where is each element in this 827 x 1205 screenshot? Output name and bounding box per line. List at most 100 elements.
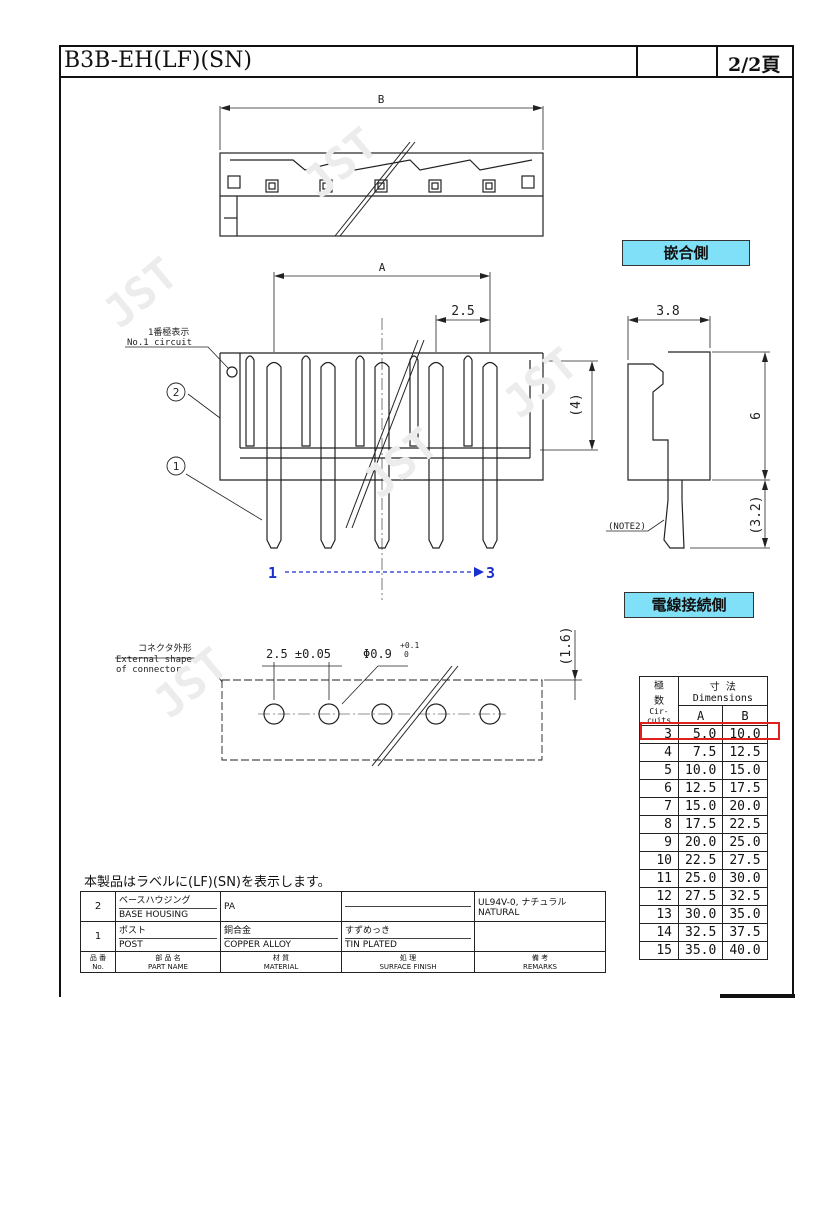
dim-a-cell: 17.5: [677, 815, 724, 834]
circuits-cell: 8: [639, 815, 679, 834]
part-remarks-en: NATURAL: [478, 908, 520, 918]
part-name-en: POST: [119, 938, 217, 950]
dim-a-cell: 25.0: [677, 869, 724, 888]
part-material: COPPER ALLOY: [224, 938, 338, 950]
arrow-start-label: 1: [268, 564, 277, 582]
label-note: 本製品はラベルに(LF)(SN)を表示します。: [84, 875, 331, 890]
circuits-cell: 15: [639, 941, 679, 960]
part-no: 1: [80, 921, 116, 952]
hole-tol-minus: 0: [404, 650, 409, 659]
circuits-cell: 4: [639, 743, 679, 762]
dim-a-cell: 27.5: [677, 887, 724, 906]
hdr-name-en: PART NAME: [148, 963, 188, 971]
pcb-layout-view: [115, 630, 582, 761]
circuits-cell: 12: [639, 887, 679, 906]
dim-b-cell: 30.0: [722, 869, 768, 888]
dim-b-cell: 32.5: [722, 887, 768, 906]
side-view: [606, 316, 770, 549]
dim-a-cell: 12.5: [677, 779, 724, 798]
part-name-en: BASE HOUSING: [119, 908, 217, 920]
dim-a-cell: 20.0: [677, 833, 724, 852]
hole-tol-plus: +0.1: [400, 641, 419, 650]
dim-b-cell: 12.5: [722, 743, 768, 762]
circuits-cell: 13: [639, 905, 679, 924]
hdr-fin-en: SURFACE FINISH: [379, 963, 437, 971]
circuits-cell: 10: [639, 851, 679, 870]
wire-side-label: 電線接続側: [624, 592, 754, 618]
frame-corner-bar: [720, 994, 795, 998]
part-remarks-ja: ナチュラル: [521, 898, 567, 908]
circuit1-ja-label: 1番極表示: [148, 326, 189, 338]
dim-b-cell: 35.0: [722, 905, 768, 924]
dim-b-cell: 25.0: [722, 833, 768, 852]
dim-width-label: 3.8: [656, 304, 679, 319]
dim-4-label: (4): [569, 393, 584, 416]
dim-a-cell: 32.5: [677, 923, 724, 942]
part-finish-ja: すずめっき: [345, 926, 391, 936]
hdr-no-ja: 品 番: [89, 954, 107, 962]
circuits-cell: 6: [639, 779, 679, 798]
circuits-header-ja: 極 数: [654, 681, 664, 707]
dim-offset-label: (1.6): [559, 626, 574, 665]
part-name-ja: ポスト: [119, 926, 147, 936]
part-finish: [345, 906, 471, 908]
hdr-mat-en: MATERIAL: [263, 963, 299, 971]
circuit1-en-label: No.1 circuit: [127, 338, 192, 348]
dim-height-label: 6: [749, 412, 764, 420]
dim-b-cell: 22.5: [722, 815, 768, 834]
hdr-name-ja: 部 品 名: [155, 954, 181, 962]
part-finish: TIN PLATED: [345, 938, 471, 950]
watermark-text: JST: [94, 248, 188, 338]
part-no: 2: [80, 891, 116, 922]
dim-b-cell: 15.0: [722, 761, 768, 780]
dim-a-cell: 35.0: [677, 941, 724, 960]
part-material: PA: [220, 891, 342, 922]
circuits-cell: 7: [639, 797, 679, 816]
note2-label: (NOTE2): [608, 522, 646, 532]
top-view: [219, 105, 544, 237]
mating-side-label: 嵌合側: [622, 240, 750, 266]
dim-b-cell: 27.5: [722, 851, 768, 870]
front-view: [125, 272, 598, 600]
part-name-ja: ベースハウジング: [119, 896, 191, 906]
dims-header-ja: 寸 法: [709, 682, 736, 694]
dim-pitch-label: 2.5: [451, 304, 474, 319]
watermark-text: JST: [354, 418, 448, 508]
circuits-header-en: Cir-cuits: [646, 707, 672, 725]
hdr-rem-en: REMARKS: [522, 963, 557, 971]
part-number-title: B3B-EH(LF)(SN): [64, 48, 252, 73]
hole-diameter-label: Φ0.9: [363, 647, 392, 661]
part-material-ja: 銅合金: [224, 926, 252, 936]
pitch-tolerance-label: 2.5 ±0.05: [266, 647, 331, 661]
selected-row-highlight: [640, 722, 780, 740]
dim-a-cell: 10.0: [677, 761, 724, 780]
dim-b-cell: 37.5: [722, 923, 768, 942]
circuit-direction-arrow: [285, 567, 484, 577]
title-bar: [59, 45, 794, 78]
callout-2: 2: [173, 386, 180, 399]
circuits-cell: 5: [639, 761, 679, 780]
callout-1: 1: [173, 460, 180, 473]
dims-header-en: Dimensions: [692, 693, 753, 705]
dim-b-cell: 40.0: [722, 941, 768, 960]
circuits-cell: 9: [639, 833, 679, 852]
arrow-end-label: 3: [486, 564, 495, 582]
outline-en2-label: of connector: [116, 665, 182, 675]
hdr-fin-ja: 処 理: [399, 954, 417, 962]
circuits-cell: 11: [639, 869, 679, 888]
title-cell-page: [716, 45, 794, 78]
circuits-cell: 14: [639, 923, 679, 942]
